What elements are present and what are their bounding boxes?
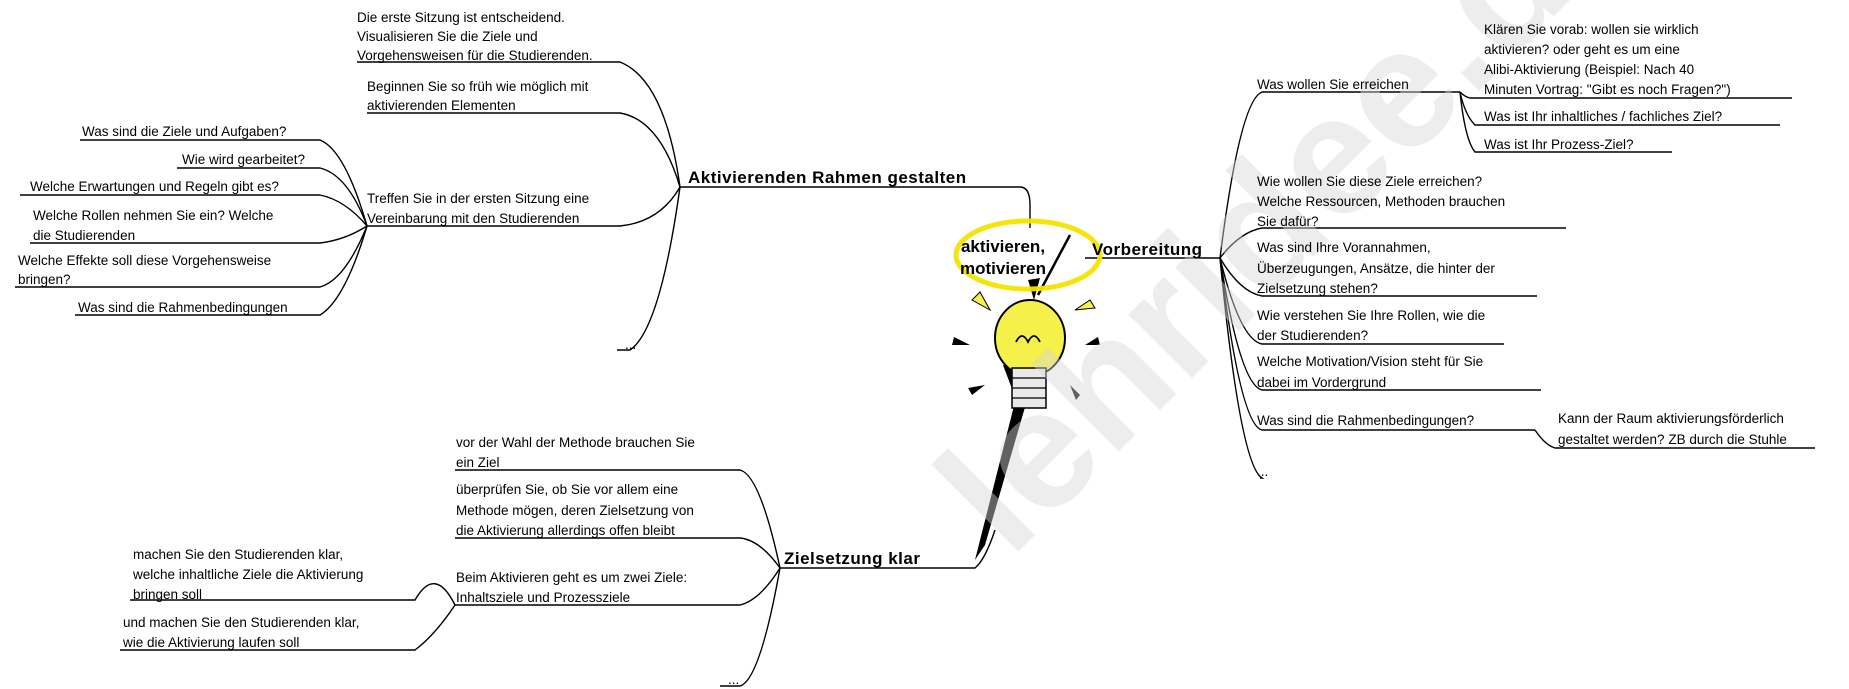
vorb-sub-4b: gestaltet werden? ZB durch die Stuhle xyxy=(1558,432,1787,447)
rahmen-sub-6: Was sind die Rahmenbedingungen xyxy=(78,300,288,315)
rahmen-item-1b: Visualisieren Sie die Ziele und xyxy=(357,29,538,44)
vorb-item-6: Was sind die Rahmenbedingungen? xyxy=(1257,413,1475,428)
rahmen-sub-5a: Welche Effekte soll diese Vorgehensweise xyxy=(18,253,272,268)
vorb-item-4b: der Studierenden? xyxy=(1257,328,1369,343)
branch-rahmen-title: Aktivierenden Rahmen gestalten xyxy=(688,168,967,187)
ziel-sub-1a: machen Sie den Studierenden klar, xyxy=(133,547,344,562)
ziel-sub-2b: wie die Aktivierung laufen soll xyxy=(123,635,300,650)
rahmen-sub-4b: die Studierenden xyxy=(33,228,136,243)
rahmen-sub-1: Was sind die Ziele und Aufgaben? xyxy=(82,124,287,139)
vorb-item-5a: Welche Motivation/Vision steht für Sie xyxy=(1257,354,1484,369)
vorb-item-3a: Was sind Ihre Vorannahmen, xyxy=(1257,240,1431,255)
vorb-sub-3: Was ist Ihr Prozess-Ziel? xyxy=(1484,137,1634,152)
ziel-item-3a: Beim Aktivieren geht es um zwei Ziele: xyxy=(456,570,688,585)
ziel-item-1a: vor der Wahl der Methode brauchen Sie xyxy=(456,435,695,450)
center-highlight-ring xyxy=(953,218,1103,292)
vorb-item-2b: Welche Ressourcen, Methoden brauchen xyxy=(1257,194,1506,209)
center-line-1: aktivieren, xyxy=(960,237,1046,256)
rahmen-item-2a: Beginnen Sie so früh wie möglich mit xyxy=(367,79,589,94)
vorb-item-1: Was wollen Sie erreichen xyxy=(1257,77,1409,92)
ziel-sub-2a: und machen Sie den Studierenden klar, xyxy=(123,615,360,630)
center-node: aktivieren, motivieren xyxy=(960,236,1046,280)
vorb-item-4a: Wie verstehen Sie Ihre Rollen, wie die xyxy=(1257,308,1486,323)
vorb-sub-2: Was ist Ihr inhaltliches / fachliches Zi… xyxy=(1484,109,1723,124)
vorb-sub-4a: Kann der Raum aktivierungsförderlich xyxy=(1558,411,1784,426)
center-line-2: motivieren xyxy=(960,259,1046,278)
vorb-sub-1d: Minuten Vortrag: "Gibt es noch Fragen?") xyxy=(1484,82,1731,97)
rahmen-sub-5b: bringen? xyxy=(18,272,71,287)
lightbulb-icon xyxy=(952,234,1100,560)
vorb-sub-1c: Alibi-Aktivierung (Beispiel: Nach 40 xyxy=(1484,62,1695,77)
vorb-item-3c: Zielsetzung stehen? xyxy=(1257,281,1378,296)
ziel-sub-1b: welche inhaltliche Ziele die Aktivierung xyxy=(133,567,364,582)
ziel-item-3b: Inhaltsziele und Prozessziele xyxy=(456,590,631,605)
ziel-item-2b: Methode mögen, deren Zielsetzung von xyxy=(456,503,694,518)
vorb-item-more: ... xyxy=(1257,464,1269,479)
ziel-item-1b: ein Ziel xyxy=(456,455,500,470)
ziel-item-2c: die Aktivierung allerdings offen bleibt xyxy=(456,523,675,538)
vorb-item-5b: dabei im Vordergrund xyxy=(1257,375,1387,390)
vorb-sub-1a: Klären Sie vorab: wollen sie wirklich xyxy=(1484,22,1699,37)
rahmen-item-1a: Die erste Sitzung ist entscheidend. xyxy=(357,10,565,25)
vorb-item-2c: Sie dafür? xyxy=(1257,214,1319,229)
rahmen-sub-2: Wie wird gearbeitet? xyxy=(182,152,306,167)
ziel-sub-1c: bringen soll xyxy=(133,587,203,602)
branch-vorbereitung-title: Vorbereitung xyxy=(1092,240,1203,259)
branch-ziel-title: Zielsetzung klar xyxy=(784,549,921,568)
rahmen-item-3b: Vereinbarung mit den Studierenden xyxy=(367,211,580,226)
rahmen-sub-4a: Welche Rollen nehmen Sie ein? Welche xyxy=(33,208,274,223)
rahmen-item-1c: Vorgehensweisen für die Studierenden. xyxy=(357,48,593,63)
rahmen-sub-3: Welche Erwartungen und Regeln gibt es? xyxy=(30,179,279,194)
branch-line-ziel xyxy=(780,529,996,569)
ziel-item-2a: überprüfen Sie, ob Sie vor allem eine xyxy=(456,482,679,497)
rahmen-item-more: ... xyxy=(625,337,637,352)
rahmen-item-3a: Treffen Sie in der ersten Sitzung eine xyxy=(367,191,590,206)
vorb-item-3b: Überzeugungen, Ansätze, die hinter der xyxy=(1257,261,1495,276)
ziel-item-more: ... xyxy=(728,672,740,687)
vorb-sub-1b: aktivieren? oder geht es um eine xyxy=(1484,42,1680,57)
rahmen-item-2b: aktivierenden Elementen xyxy=(367,98,516,113)
branch-line-rahmen xyxy=(680,186,1031,228)
vorb-item-2a: Wie wollen Sie diese Ziele erreichen? xyxy=(1257,174,1483,189)
